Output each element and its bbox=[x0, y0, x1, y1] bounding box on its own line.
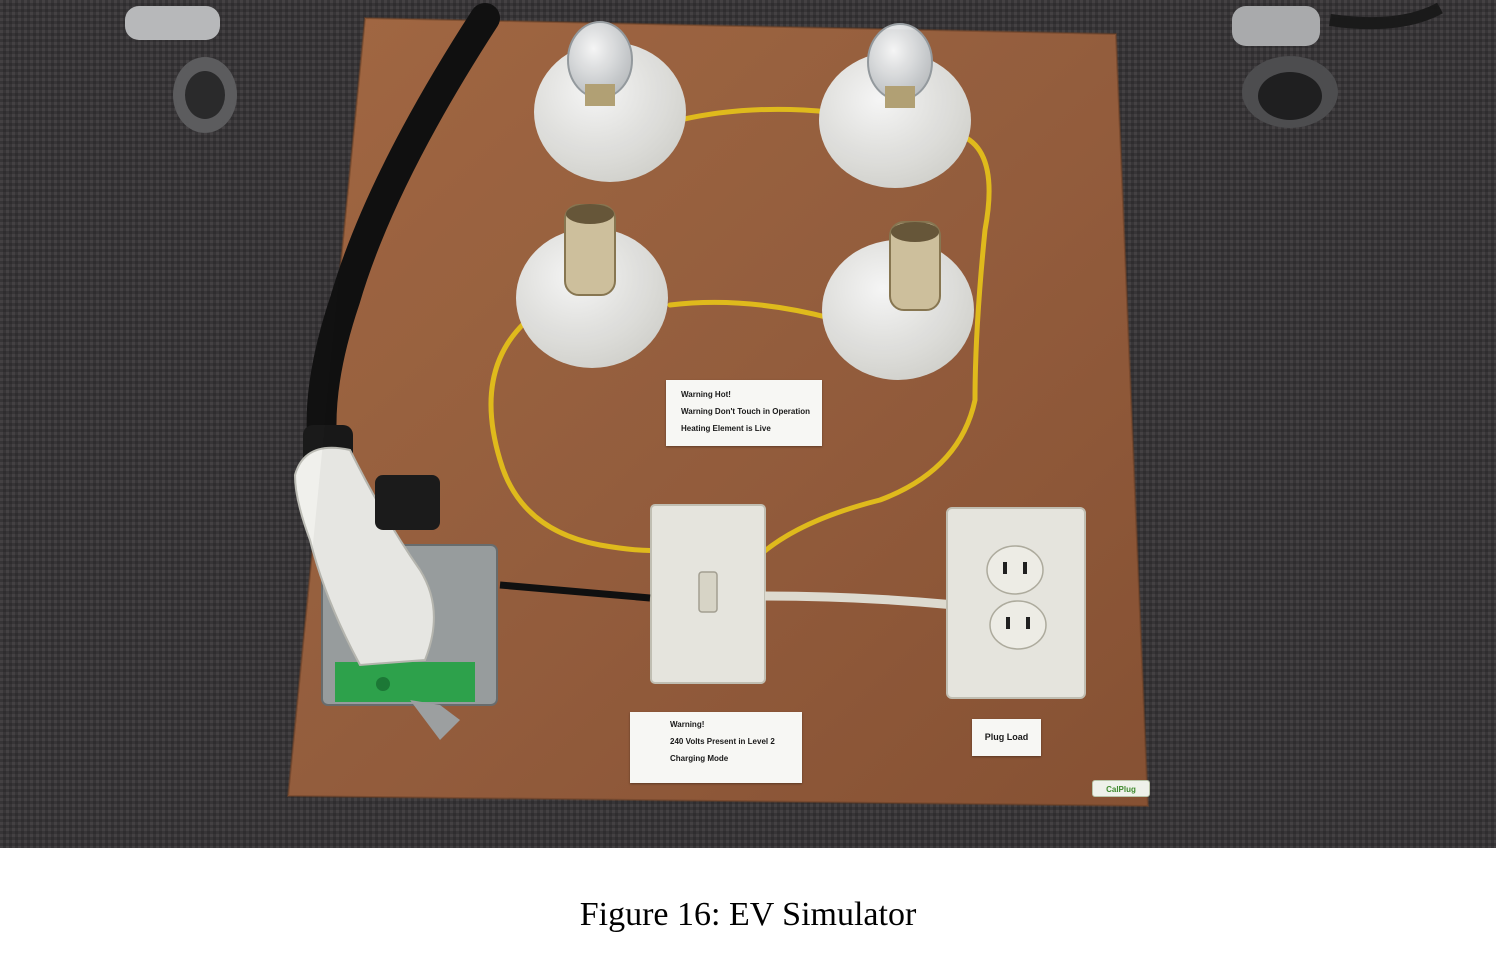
yellow-wiring bbox=[488, 106, 992, 558]
figure-caption: Figure 16: EV Simulator bbox=[579, 896, 917, 933]
chair-wheel-left bbox=[125, 6, 237, 133]
voltage-level-line: 240 Volts Present in Level 2 bbox=[670, 737, 775, 746]
calplug-badge: CalPlug bbox=[1092, 780, 1150, 797]
chair-wheel-right bbox=[1232, 2, 1443, 128]
plug-load-label: Plug Load bbox=[972, 719, 1041, 756]
charging-mode-line: Charging Mode bbox=[670, 754, 729, 763]
charging-cable bbox=[306, 3, 500, 455]
warning-hot-label: Warning Hot! Warning Don't Touch in Oper… bbox=[666, 380, 822, 446]
lamp-holder-top-left bbox=[534, 21, 686, 182]
lamp-holder-bottom-right bbox=[822, 221, 974, 380]
warning-dont-touch-line: Warning Don't Touch in Operation bbox=[681, 407, 810, 416]
warning-line: Warning! bbox=[670, 720, 705, 729]
lamp-holder-bottom-left bbox=[516, 204, 668, 368]
warning-voltage-label: Warning! 240 Volts Present in Level 2 Ch… bbox=[630, 712, 802, 783]
warning-hot-line: Warning Hot! bbox=[681, 390, 731, 399]
j1772-plug-handle bbox=[293, 425, 440, 667]
lamp-holder-top-right bbox=[819, 23, 971, 188]
heating-element-live-line: Heating Element is Live bbox=[681, 424, 771, 433]
duplex-outlet bbox=[946, 507, 1086, 699]
white-cable bbox=[764, 591, 956, 610]
